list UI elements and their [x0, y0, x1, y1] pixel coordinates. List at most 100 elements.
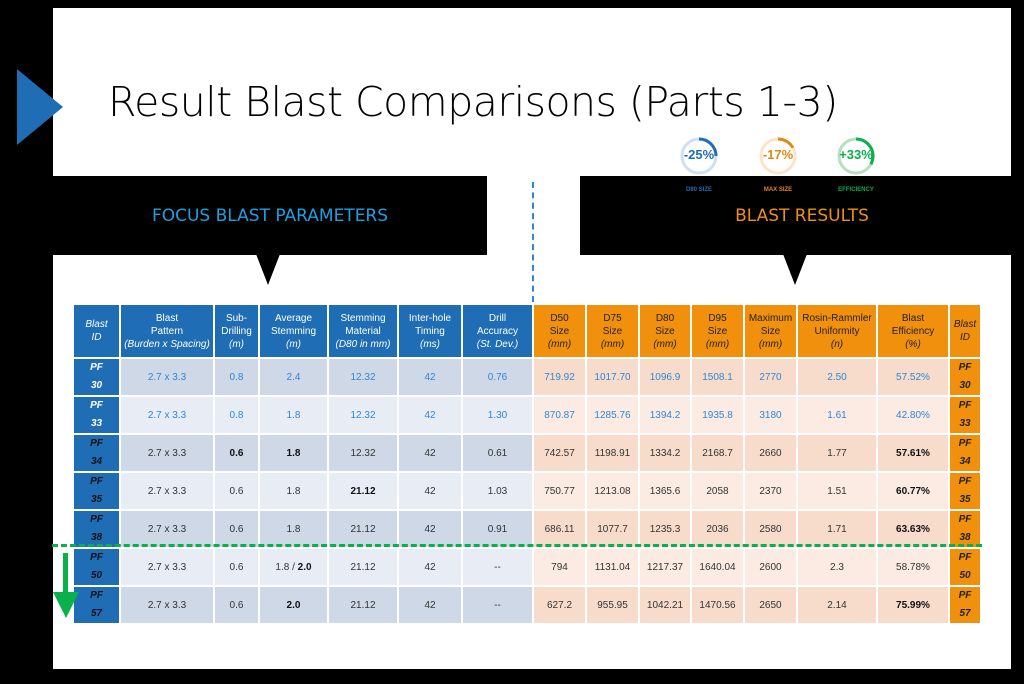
cell-value: 1131.04 — [594, 561, 631, 573]
cell-value: 2058 — [706, 485, 729, 497]
cell-value: 63.63% — [896, 523, 930, 535]
cell-value: 0.6 — [229, 447, 244, 459]
header-sub: Sub-Drilling(m) — [213, 303, 260, 359]
cell-timing: 42 — [397, 395, 463, 435]
cell-sub: 0.6 — [213, 585, 260, 625]
cell-d95: 1508.1 — [690, 357, 745, 397]
cell-max: 2370 — [743, 471, 798, 511]
cell-value: 1.8 — [286, 447, 301, 459]
play-triangle-icon — [17, 69, 63, 145]
cell-drill: 1.30 — [461, 395, 534, 435]
cell-value: 2.7 x 3.3 — [147, 523, 187, 535]
header-line: Uniformity — [814, 325, 860, 337]
header-line: Size — [549, 325, 570, 337]
id-number: 57 — [959, 608, 971, 619]
cell-value: 1285.76 — [594, 409, 631, 421]
cell-value: 1.77 — [827, 447, 847, 459]
cell-rr: 1.77 — [796, 433, 878, 473]
cell-value: 2650 — [759, 599, 782, 611]
cell-value: 12.32 — [350, 371, 376, 383]
header-line: Blast — [155, 312, 179, 324]
cell-eff: 57.61% — [876, 433, 950, 473]
cell-value: 2.0 — [286, 599, 301, 611]
cell-value: 0.61 — [487, 447, 508, 459]
cell-value: 1.8 / — [275, 561, 298, 573]
cell-value: 0.91 — [487, 523, 508, 535]
cell-value: 42 — [424, 409, 436, 421]
cell-value: 2.7 x 3.3 — [147, 485, 187, 497]
cell-value: 686.11 — [544, 523, 575, 535]
cell-stem: 12.32 — [327, 357, 399, 397]
cell-value: 1077.7 — [597, 523, 628, 535]
cell-stem: 21.12 — [327, 471, 399, 511]
cell-value: -- — [494, 599, 501, 611]
cell-value: 0.6 — [229, 523, 244, 535]
cell-value: 2.7 x 3.3 — [147, 409, 187, 421]
cell-value: 1394.2 — [649, 409, 681, 421]
id-number: 57 — [90, 608, 103, 619]
header-line: (mm) — [758, 338, 783, 350]
cell-d75: 1017.70 — [585, 357, 640, 397]
kpi-label: MAX SIZE — [763, 187, 793, 193]
cell-drill: -- — [461, 585, 534, 625]
cell-value: 870.87 — [544, 409, 575, 421]
cell-value: 627.2 — [546, 599, 573, 611]
cell-value: 0.6 — [229, 599, 244, 611]
header-line: ID — [960, 332, 970, 343]
cell-value: 1508.1 — [702, 371, 733, 383]
cell-value: 2.50 — [827, 371, 847, 383]
id-prefix: PF — [90, 362, 103, 373]
cell-value: 0.6 — [229, 485, 244, 497]
progress-ring-icon — [759, 137, 797, 175]
cell-value: 2.4 — [286, 371, 301, 383]
cell-timing: 42 — [397, 433, 463, 473]
callout-pointer-right — [783, 254, 807, 285]
cell-value: 1.61 — [827, 409, 847, 421]
cell-avg: 1.8 — [258, 471, 329, 511]
cell-value: 0.8 — [229, 371, 244, 383]
cell-timing: 42 — [397, 471, 463, 511]
cell-value: 1017.70 — [594, 371, 631, 383]
id-number: 38 — [90, 532, 103, 543]
cell-value: 1640.04 — [699, 561, 736, 573]
green-dashed-separator — [52, 544, 982, 547]
callout-pointer-left — [256, 254, 280, 285]
kpi-ring-2: +33% — [836, 136, 876, 176]
kpi-value: -25% — [683, 147, 715, 162]
divider-dashed — [532, 182, 534, 302]
id-number: 33 — [90, 418, 103, 429]
cell-avg: 1.8 — [258, 395, 329, 435]
cell-d95: 2058 — [690, 471, 745, 511]
cell-value: 2580 — [759, 523, 782, 535]
cell-value: 2770 — [759, 371, 782, 383]
header-line: (D80 in mm) — [335, 338, 391, 350]
cell-value: 60.77% — [896, 485, 930, 497]
cell-value: 1198.91 — [594, 447, 631, 459]
cell-value: 75.99% — [896, 599, 930, 611]
cell-d80: 1235.3 — [638, 509, 692, 549]
cell-pattern: 2.7 x 3.3 — [119, 395, 215, 435]
cell-value: 2.7 x 3.3 — [147, 561, 187, 573]
cell-drill: -- — [461, 547, 534, 587]
cell-avg: 1.8 — [258, 509, 329, 549]
cell-value: 21.12 — [350, 523, 376, 535]
id-prefix: PF — [90, 552, 103, 563]
arrow-down-icon — [63, 553, 68, 593]
header-line: Size — [602, 325, 623, 337]
cell-eff: 57.52% — [876, 357, 950, 397]
cell-value: 1.30 — [487, 409, 508, 421]
cell-value: 42 — [424, 561, 436, 573]
cell-value: 1.03 — [487, 485, 508, 497]
section-blast-results: BLAST RESULTS — [580, 176, 1024, 255]
